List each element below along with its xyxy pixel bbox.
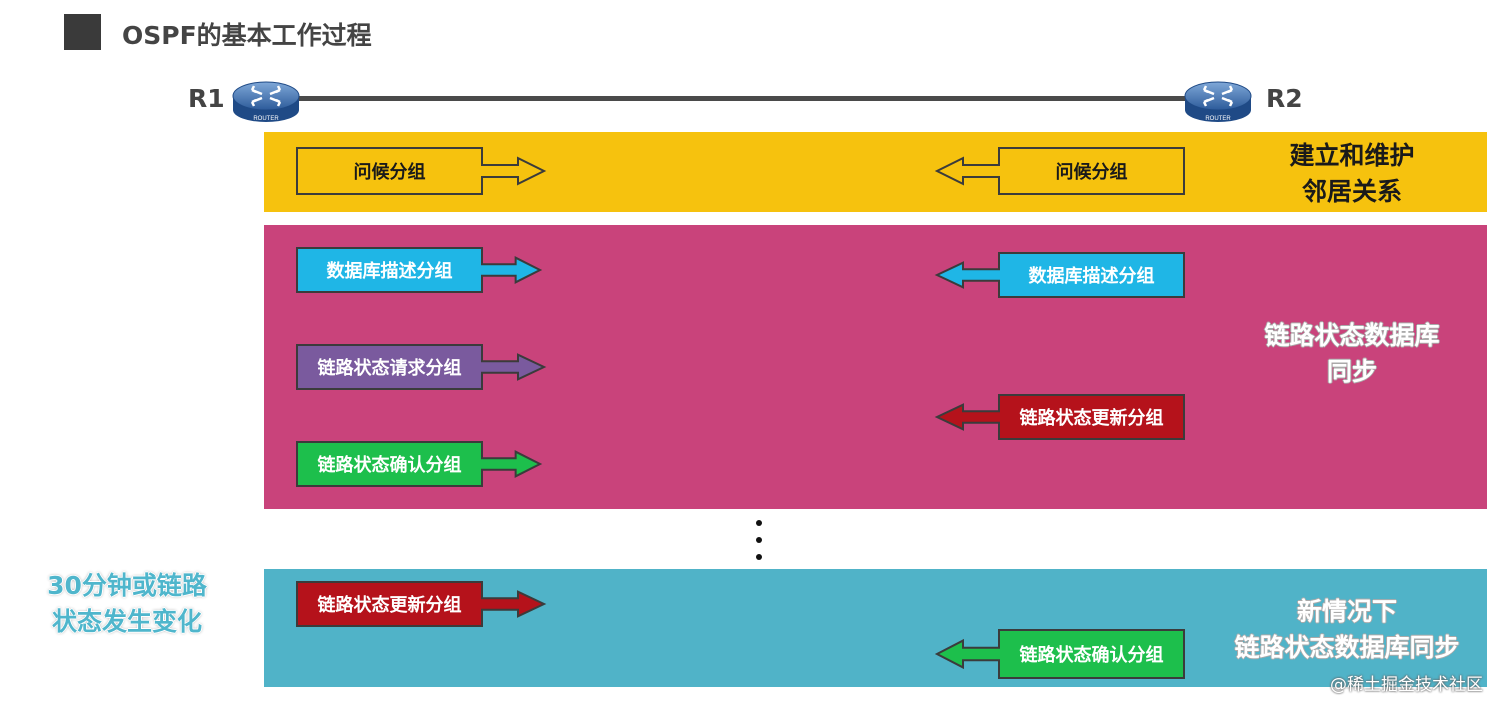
packet-arrow-shape	[934, 394, 1185, 440]
packet-arrow-shape	[296, 441, 543, 487]
packet-dd-r2: 数据库描述分组	[934, 252, 1185, 298]
packet-lsr-r1: 链路状态请求分组	[296, 344, 547, 390]
phase-neighbor-line1: 建立和维护	[1289, 141, 1415, 170]
packet-lsu-r2: 链路状态更新分组	[934, 394, 1185, 440]
packet-dd-r1-label: 数据库描述分组	[326, 261, 453, 282]
router-r1-badge: ROUTER	[253, 116, 279, 122]
page-title: OSPF的基本工作过程	[122, 21, 372, 50]
packet-arrow-shape	[934, 147, 1185, 195]
packet-lsack-r1: 链路状态确认分组	[296, 441, 543, 487]
packet-dd-r2-label: 数据库描述分组	[1028, 266, 1155, 287]
packet-hello-r2-label: 问候分组	[1055, 162, 1128, 183]
packet-arrow-path	[296, 441, 543, 487]
ellipsis-dot	[756, 537, 762, 543]
ellipsis-dot	[756, 520, 762, 526]
packet-lsr-r1-label: 链路状态请求分组	[317, 358, 462, 379]
phase-sync-line1: 链路状态数据库	[1264, 321, 1440, 350]
r2-label: R2	[1266, 84, 1303, 113]
packet-lsack-r2-new: 链路状态确认分组	[934, 629, 1185, 679]
packet-arrow-path	[296, 581, 547, 627]
packet-lsack-r2-new-label: 链路状态确认分组	[1019, 645, 1164, 666]
packet-arrow-shape	[296, 344, 547, 390]
packet-arrow-path	[934, 394, 1185, 440]
packet-arrow-path	[296, 247, 543, 293]
packet-lsu-r1-new: 链路状态更新分组	[296, 581, 547, 627]
phase-sync-line2: 同步	[1326, 357, 1377, 386]
title-marker	[64, 14, 101, 50]
router-r2-icon: ROUTER	[1184, 78, 1252, 124]
phase-update-line1: 新情况下	[1296, 597, 1397, 626]
phase-neighbor-line2: 邻居关系	[1301, 177, 1402, 206]
packet-arrow-path	[934, 629, 1185, 679]
packet-lsu-r2-label: 链路状态更新分组	[1019, 408, 1164, 429]
continuation-ellipsis	[754, 520, 764, 564]
network-link	[292, 96, 1190, 101]
packet-arrow-shape	[296, 581, 547, 627]
phase-sync-label: 链路状态数据库 同步	[1242, 318, 1462, 390]
packet-hello-r2: 问候分组	[934, 147, 1185, 195]
packet-dd-r1: 数据库描述分组	[296, 247, 543, 293]
trigger-note: 30分钟或链路 状态发生变化	[24, 568, 230, 640]
trigger-note-line2: 状态发生变化	[51, 607, 202, 636]
watermark: @稀土掘金技术社区	[1330, 675, 1483, 695]
phase-update-label: 新情况下 链路状态数据库同步	[1212, 594, 1482, 666]
router-r2-badge: ROUTER	[1205, 116, 1231, 122]
packet-arrow-shape	[296, 247, 543, 293]
phase-neighbor-label: 建立和维护 邻居关系	[1262, 138, 1442, 210]
phase-update-line2: 链路状态数据库同步	[1234, 633, 1460, 662]
packet-lsu-r1-new-label: 链路状态更新分组	[317, 595, 462, 616]
packet-arrow-shape	[296, 147, 547, 195]
packet-arrow-path	[296, 147, 547, 195]
packet-arrow-path	[934, 147, 1185, 195]
r1-label: R1	[188, 84, 225, 113]
ellipsis-dot	[756, 554, 762, 560]
router-r1-icon: ROUTER	[232, 78, 300, 124]
packet-lsack-r1-label: 链路状态确认分组	[317, 455, 462, 476]
packet-arrow-shape	[934, 629, 1185, 679]
packet-arrow-shape	[934, 252, 1185, 298]
packet-arrow-path	[934, 252, 1185, 298]
trigger-note-line1: 30分钟或链路	[47, 571, 207, 600]
packet-hello-r1-label: 问候分组	[353, 162, 426, 183]
packet-hello-r1: 问候分组	[296, 147, 547, 195]
packet-arrow-path	[296, 344, 547, 390]
